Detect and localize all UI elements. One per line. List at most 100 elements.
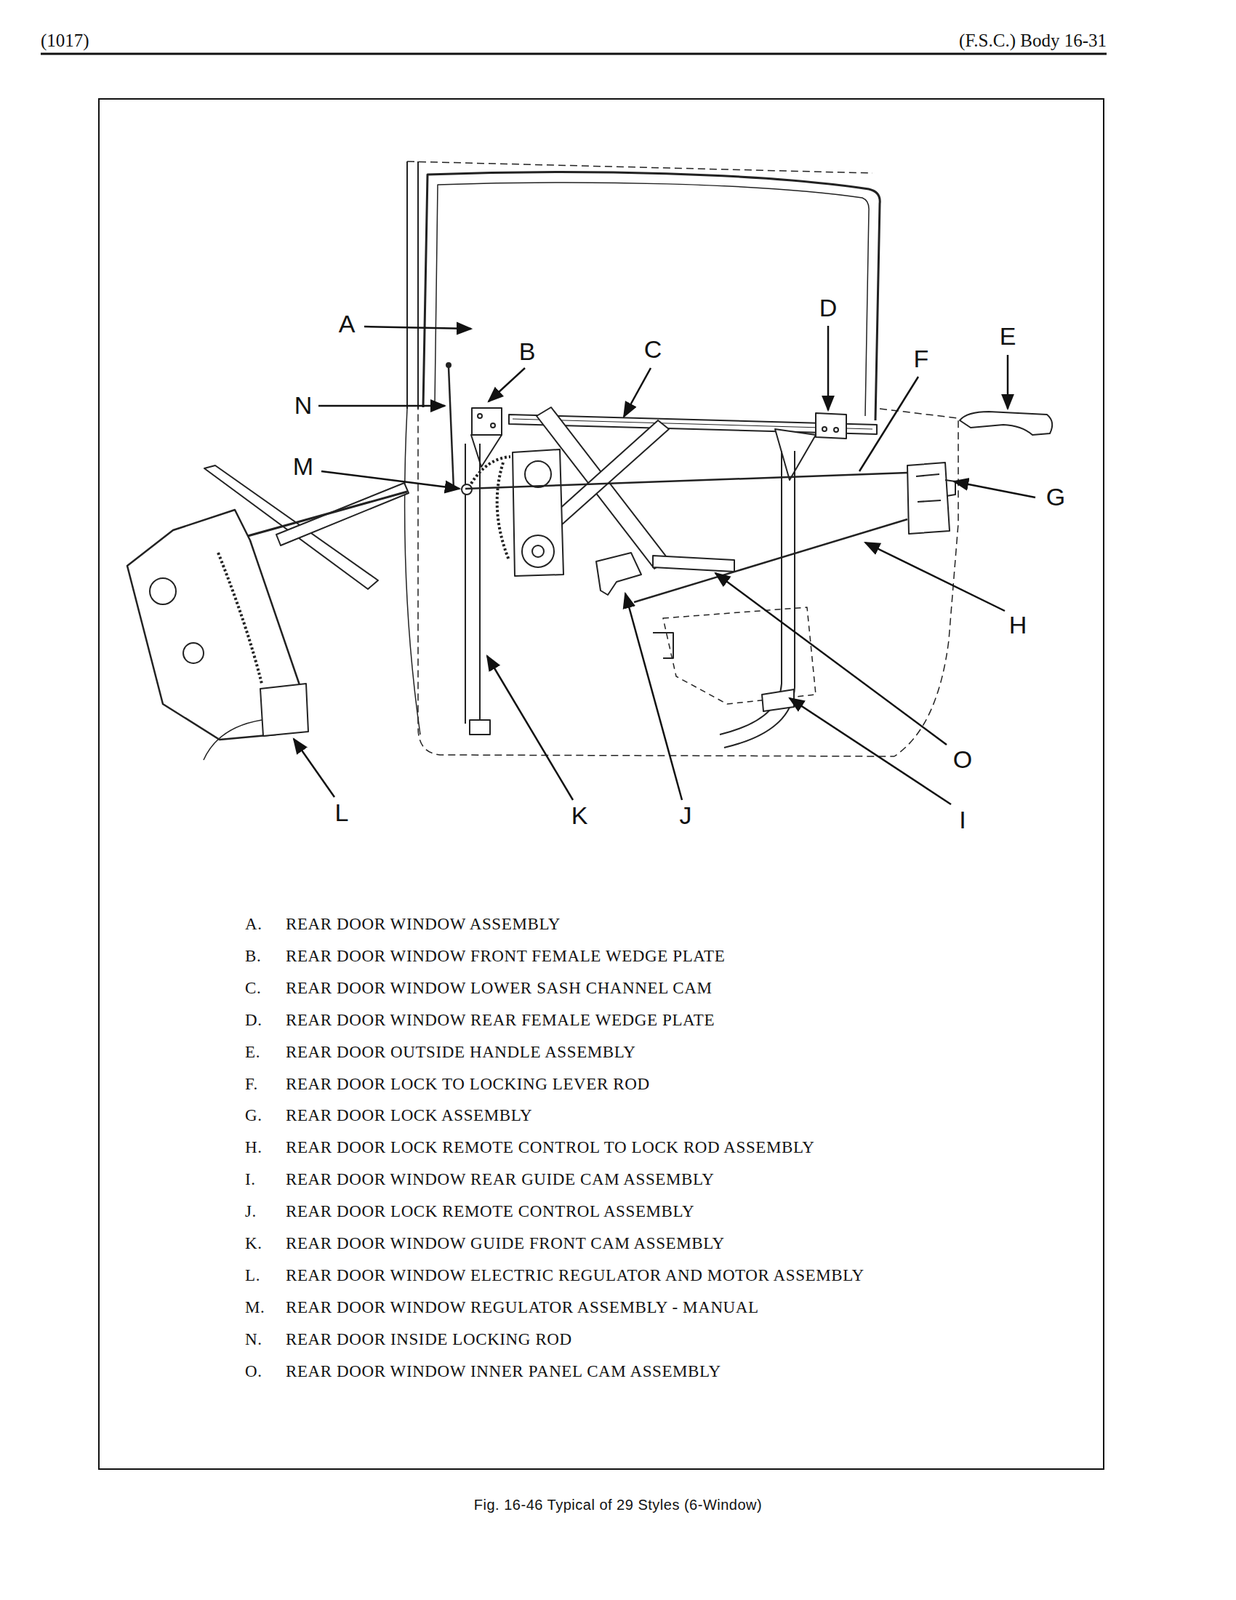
plate-bolt [477,413,483,419]
plate-bolt [833,427,839,432]
window-glass [423,172,880,421]
key-text: REAR DOOR WINDOW REGULATOR ASSEMBLY - MA… [285,1297,760,1316]
rod-knob [446,362,451,368]
key-text: REAR DOOR INSIDE LOCKING ROD [285,1329,573,1348]
leader-line [715,572,947,745]
key-letter: A. [245,914,263,933]
key-text: REAR DOOR WINDOW REAR FEMALE WEDGE PLATE [285,1010,715,1029]
key-text: REAR DOOR WINDOW ELECTRIC REGULATOR AND … [285,1265,865,1284]
leader-line [623,367,651,417]
plate-bolt [822,426,827,432]
housing-hub [183,642,204,664]
header-title: (F.S.C.) Body 16-31 [958,30,1107,51]
inner-panel-edge [404,408,421,735]
key-letter: D. [245,1010,263,1029]
rear-guide-tab [761,689,794,712]
regulator-hub [522,535,555,568]
header-rule [40,53,1107,56]
callout-letter: O [953,745,973,773]
locking-rod [448,367,454,490]
key-text: REAR DOOR WINDOW GUIDE FRONT CAM ASSEMBL… [285,1233,725,1252]
lift-arm [551,420,669,525]
leader-line [859,376,919,472]
key-letter: J. [245,1201,257,1221]
panel-bracket [652,632,674,658]
electric-motor [260,683,309,736]
rear-guide [719,450,795,748]
motor-wire [203,719,262,760]
key-text: REAR DOOR WINDOW ASSEMBLY [285,914,561,933]
figure-caption: Fig. 16-46 Typical of 29 Styles (6-Windo… [474,1496,762,1513]
inner-panel-cam [652,555,735,572]
leader-line [789,697,951,805]
plate-bolt [490,423,496,428]
page-number: (1017) [40,30,90,51]
key-letter: I. [245,1170,256,1189]
key-letter: C. [245,978,262,997]
key-letter: H. [245,1138,263,1157]
key-letter: F. [245,1074,259,1093]
window-glass-inner [434,182,869,416]
leader-line [318,404,445,408]
figure-frame [98,98,1104,1469]
sector-gear [497,462,509,560]
key-text: REAR DOOR WINDOW FRONT FEMALE WEDGE PLAT… [285,946,725,965]
callout-letter: K [571,801,589,829]
remote-control [596,552,642,595]
regulator-housing [512,449,564,576]
key-text: REAR DOOR WINDOW REAR GUIDE CAM ASSEMBLY [285,1170,715,1189]
electric-arm [276,482,409,546]
front-wedge-plate [471,407,502,435]
leader-line [865,542,1005,611]
front-frame-line [406,161,408,409]
callout-letter: L [335,799,349,826]
callout-letter: H [1009,611,1028,639]
leader-line [488,367,525,402]
manual-gear-teeth [471,456,511,484]
key-text: REAR DOOR LOCK ASSEMBLY [285,1106,533,1125]
key-text: REAR DOOR LOCK REMOTE CONTROL TO LOCK RO… [285,1138,816,1157]
electric-sector-gear [218,552,262,684]
leader-line [293,738,335,797]
leader-line [364,326,472,329]
leader-line [625,593,682,800]
key-text: REAR DOOR LOCK TO LOCKING LEVER ROD [285,1074,650,1093]
key-letter: M. [245,1297,265,1316]
leader-line [321,471,460,489]
callout-letter: I [958,806,966,834]
door-top-dashed [407,161,873,174]
callout-letter: A [338,310,356,338]
callout-letter: F [913,345,930,373]
door-panel-dashed [418,408,959,757]
callout-letter: C [644,335,663,363]
leader-line [487,655,573,800]
key-letter: L. [245,1265,261,1284]
outside-handle [959,411,1053,435]
callout-letter: J [679,801,693,829]
page-frame [40,53,1107,1469]
front-bracket [471,434,502,467]
key-letter: K. [245,1233,263,1252]
door-lock [907,462,950,534]
front-guide-tab [469,719,491,735]
door-lock-detail [916,474,956,502]
leader-lines [293,325,1036,805]
key-letter: N. [245,1329,263,1348]
remote-rod [633,519,908,603]
key-letter: G. [245,1106,263,1125]
leader-line [953,481,1036,498]
leader-line [1006,354,1010,409]
key-text: REAR DOOR WINDOW LOWER SASH CHANNEL CAM [285,978,712,997]
housing-hub [149,578,176,605]
key-text: REAR DOOR WINDOW INNER PANEL CAM ASSEMBL… [285,1361,722,1380]
leader-line [827,325,830,411]
front-frame-line [417,161,419,409]
callout-letter: G [1046,483,1066,511]
lock-rod [465,472,908,489]
callout-letter: E [999,322,1017,350]
key-text: REAR DOOR LOCK REMOTE CONTROL ASSEMBLY [285,1201,695,1221]
key-letter: O. [245,1361,263,1380]
callout-letter: B [519,338,536,365]
